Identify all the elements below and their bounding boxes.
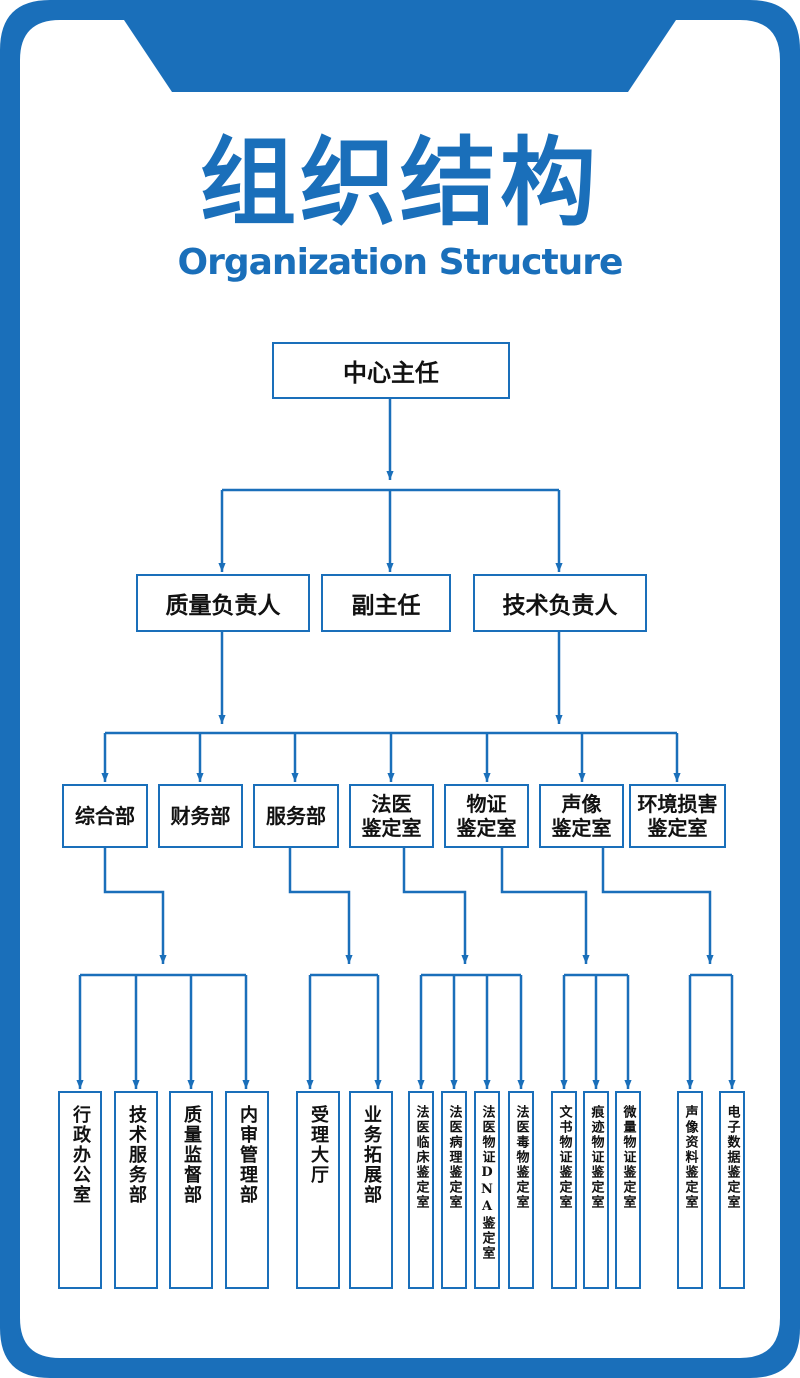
node-label-line1: 声像 [561, 792, 602, 816]
node-label: 财务部 [170, 804, 231, 828]
node-label: 法医病理鉴定室 [446, 1105, 462, 1210]
node-service-dept: 服务部 [253, 784, 339, 848]
node-label: 法医物证DNA鉴定室 [479, 1105, 495, 1261]
connector-general-elbow [103, 848, 167, 964]
node-document-evidence-office: 文书物证鉴定室 [551, 1091, 577, 1289]
page-subtitle: Organization Structure [177, 242, 624, 283]
connector-service-elbow [288, 848, 353, 964]
node-deputy-director: 副主任 [321, 574, 451, 632]
node-physical-evidence-office: 物证鉴定室 [444, 784, 529, 848]
node-label-line2: 鉴定室 [361, 816, 422, 840]
node-label: 质量负责人 [165, 592, 281, 619]
node-label-line2: 鉴定室 [456, 816, 517, 840]
node-technical-manager: 技术负责人 [473, 574, 647, 632]
connector-forensic-elbow [402, 848, 469, 964]
node-label: 业务拓展部 [361, 1105, 382, 1205]
node-label: 文书物证鉴定室 [556, 1105, 572, 1210]
node-label-line1: 法医 [371, 792, 412, 816]
node-micro-evidence-office: 微量物证鉴定室 [615, 1091, 641, 1289]
node-label: 法医毒物鉴定室 [513, 1105, 529, 1210]
node-label: 技术服务部 [126, 1105, 147, 1205]
node-label: 微量物证鉴定室 [620, 1105, 636, 1210]
node-label: 声像资料鉴定室 [682, 1105, 698, 1210]
node-label: 法医临床鉴定室 [413, 1105, 429, 1210]
node-label-line2: 鉴定室 [551, 816, 612, 840]
node-audio-video-office: 声像鉴定室 [539, 784, 624, 848]
node-label-line1: 物证 [466, 792, 507, 816]
node-finance-dept: 财务部 [158, 784, 243, 848]
page-title: 组织结构 [200, 127, 600, 239]
node-business-development-dept: 业务拓展部 [349, 1091, 393, 1289]
node-trace-evidence-office: 痕迹物证鉴定室 [583, 1091, 609, 1289]
node-label: 技术负责人 [502, 592, 618, 619]
node-admin-office: 行政办公室 [58, 1091, 102, 1289]
node-forensic-pathology-office: 法医病理鉴定室 [441, 1091, 467, 1289]
node-label: 副主任 [351, 592, 421, 619]
node-audio-video-material-office: 声像资料鉴定室 [677, 1091, 703, 1289]
connector-audio-elbow [601, 848, 714, 964]
node-label: 痕迹物证鉴定室 [588, 1105, 604, 1210]
node-label: 综合部 [75, 804, 135, 828]
node-environmental-damage-office: 环境损害鉴定室 [629, 784, 726, 848]
node-label: 受理大厅 [308, 1105, 329, 1185]
node-forensic-clinical-office: 法医临床鉴定室 [408, 1091, 434, 1289]
node-forensic-toxicology-office: 法医毒物鉴定室 [508, 1091, 534, 1289]
top-tab [120, 14, 680, 92]
node-label-line2: 鉴定室 [647, 816, 708, 840]
node-label: 中心主任 [343, 358, 439, 387]
node-label: 行政办公室 [70, 1105, 91, 1205]
node-quality-supervision-dept: 质量监督部 [169, 1091, 213, 1289]
node-label: 内审管理部 [237, 1105, 258, 1205]
node-internal-audit-dept: 内审管理部 [225, 1091, 269, 1289]
node-forensic-medicine-office: 法医鉴定室 [349, 784, 434, 848]
node-label: 电子数据鉴定室 [724, 1105, 740, 1210]
node-general-dept: 综合部 [62, 784, 148, 848]
node-label: 质量监督部 [181, 1105, 202, 1205]
node-electronic-data-office: 电子数据鉴定室 [719, 1091, 745, 1289]
node-reception-hall: 受理大厅 [296, 1091, 340, 1289]
node-forensic-dna-office: 法医物证DNA鉴定室 [474, 1091, 500, 1289]
node-label-line1: 环境损害 [637, 792, 718, 816]
node-center-director: 中心主任 [272, 342, 510, 399]
node-quality-manager: 质量负责人 [136, 574, 310, 632]
node-tech-service-dept: 技术服务部 [114, 1091, 158, 1289]
node-label: 服务部 [266, 804, 326, 828]
connector-evidence-elbow [500, 848, 590, 964]
